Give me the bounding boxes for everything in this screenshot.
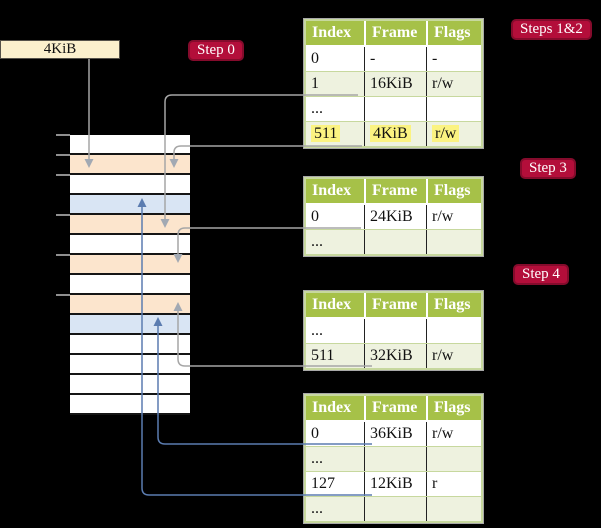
table-cell: 0 bbox=[311, 425, 319, 442]
physical-memory-stack bbox=[70, 135, 190, 415]
table-header-cell: Frame bbox=[364, 396, 426, 420]
table-cell: - bbox=[364, 47, 426, 71]
memory-frame-row-11 bbox=[70, 355, 190, 375]
table-cell: 1 bbox=[311, 75, 319, 92]
memory-frame-row-2 bbox=[70, 175, 190, 195]
frame-tick bbox=[56, 254, 70, 256]
table-row: ... bbox=[306, 319, 481, 343]
table-cell bbox=[426, 447, 481, 471]
frame-size-text: 4KiB bbox=[43, 41, 77, 57]
table-cell bbox=[364, 497, 426, 521]
table-cell: 127 bbox=[311, 475, 335, 492]
frame-tick bbox=[56, 174, 70, 176]
table-cell: 0 bbox=[311, 208, 319, 225]
table-row: ... bbox=[306, 496, 481, 521]
table-header-cell: Flags bbox=[426, 396, 481, 420]
table-cell: r bbox=[426, 472, 481, 496]
table-header-cell: Flags bbox=[426, 179, 481, 203]
step-label-4: Step 4 bbox=[513, 264, 569, 285]
table-cell: 0 bbox=[311, 50, 319, 67]
table-cell: 24KiB bbox=[364, 205, 426, 229]
table-cell: - bbox=[426, 47, 481, 71]
table-header-cell: Frame bbox=[364, 21, 426, 45]
table-header-cell: Flags bbox=[426, 293, 481, 317]
table-cell bbox=[426, 497, 481, 521]
frame-tick bbox=[56, 214, 70, 216]
table-header-cell: Index bbox=[312, 399, 352, 416]
memory-frame-row-7 bbox=[70, 275, 190, 295]
table-header-cell: Index bbox=[312, 296, 352, 313]
table-row: 511 4KiB r/w bbox=[306, 121, 481, 146]
table-cell: r/w bbox=[426, 422, 481, 446]
table-cell bbox=[364, 230, 426, 254]
table-cell: ... bbox=[311, 500, 323, 517]
step-label-3: Step 3 bbox=[520, 158, 576, 179]
table-cell: r/w bbox=[426, 205, 481, 229]
table-header-cell: Index bbox=[312, 24, 352, 41]
table-cell bbox=[364, 447, 426, 471]
frame-tick bbox=[56, 294, 70, 296]
table-cell bbox=[426, 230, 481, 254]
table-cell: ... bbox=[311, 322, 323, 339]
memory-frame-row-13 bbox=[70, 395, 190, 415]
step-label-0: Step 0 bbox=[188, 40, 244, 61]
table-header-cell: Frame bbox=[364, 293, 426, 317]
table-cell: 4KiB bbox=[364, 122, 426, 146]
frame-size-label: 4KiB bbox=[0, 40, 120, 59]
table-cell: 12KiB bbox=[364, 472, 426, 496]
table-header-cell: Flags bbox=[426, 21, 481, 45]
memory-frame-row-12 bbox=[70, 375, 190, 395]
table-cell: r/w bbox=[426, 72, 481, 96]
table-header-cell: Frame bbox=[364, 179, 426, 203]
frame-tick bbox=[56, 134, 70, 136]
table-cell: ... bbox=[311, 450, 323, 467]
table-header-cell: Index bbox=[312, 182, 352, 199]
memory-frame-row-6 bbox=[70, 255, 190, 275]
table-cell: 16KiB bbox=[364, 72, 426, 96]
table-cell bbox=[364, 97, 426, 121]
memory-frame-row-3 bbox=[70, 195, 190, 215]
table-cell: 32KiB bbox=[364, 344, 426, 368]
memory-frame-row-8 bbox=[70, 295, 190, 315]
step-label-1-2: Steps 1&2 bbox=[511, 19, 592, 40]
memory-frame-row-10 bbox=[70, 335, 190, 355]
table-cell bbox=[364, 319, 426, 343]
memory-frame-row-4 bbox=[70, 215, 190, 235]
table-cell bbox=[426, 319, 481, 343]
table-cell: ... bbox=[311, 233, 323, 250]
table-cell: 36KiB bbox=[364, 422, 426, 446]
table-row: ... bbox=[306, 229, 481, 254]
table-cell: r/w bbox=[426, 122, 481, 146]
memory-frame-row-5 bbox=[70, 235, 190, 255]
table-cell: 511 bbox=[311, 347, 335, 364]
memory-frame-row-0 bbox=[70, 135, 190, 155]
highlighted-value: 4KiB bbox=[370, 125, 411, 142]
highlighted-value: r/w bbox=[432, 125, 460, 142]
table-cell: r/w bbox=[426, 344, 481, 368]
table-cell: 511 bbox=[306, 122, 364, 146]
frame-tick bbox=[56, 154, 70, 156]
highlighted-value: 511 bbox=[311, 125, 341, 142]
memory-frame-row-9 bbox=[70, 315, 190, 335]
table-cell bbox=[426, 97, 481, 121]
table-row: ... bbox=[306, 446, 481, 471]
table-cell: ... bbox=[311, 100, 323, 117]
table-row: 0 -- bbox=[306, 47, 481, 71]
table-row: ... bbox=[306, 96, 481, 121]
memory-frame-row-1 bbox=[70, 155, 190, 175]
